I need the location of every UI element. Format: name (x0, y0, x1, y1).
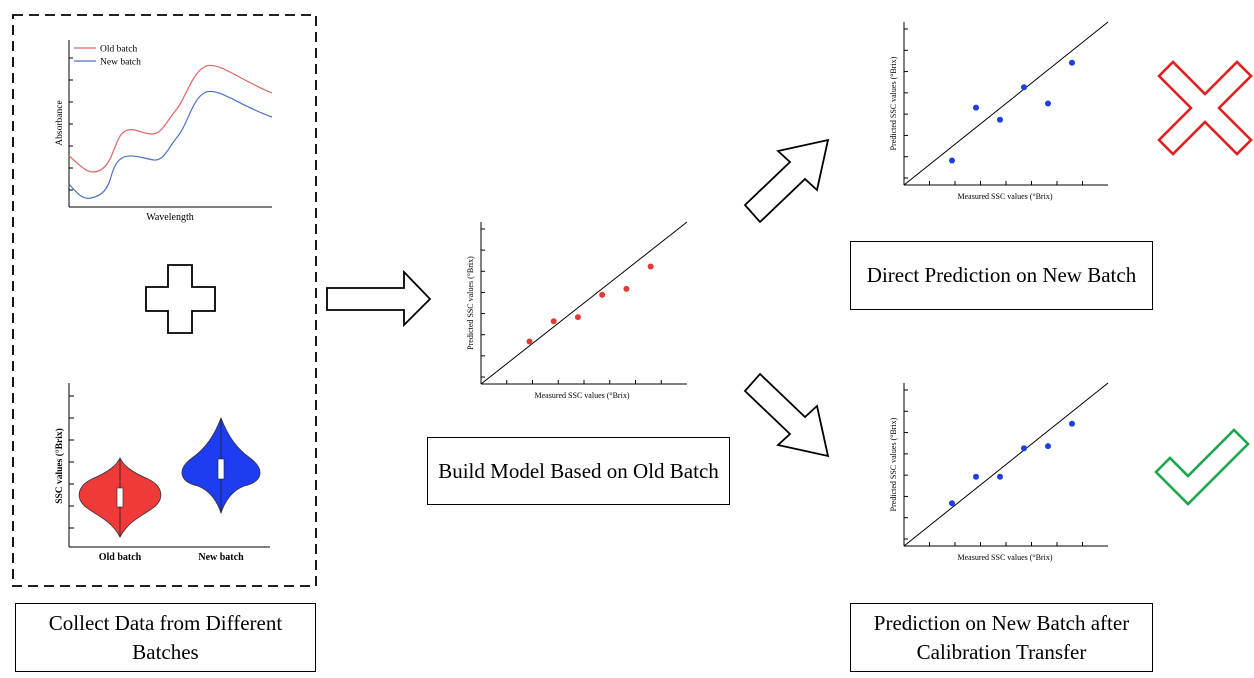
scatter-point (1021, 84, 1027, 91)
scatter-point (1069, 420, 1075, 427)
spectra-x-label: Wavelength (146, 212, 194, 223)
caption-collect-data: Collect Data from Different Batches (15, 603, 316, 672)
old-batch-box (116, 487, 124, 508)
check-icon (1154, 428, 1250, 506)
plus-icon (145, 264, 216, 334)
scatter-point (599, 291, 606, 298)
violin-category-old: Old batch (99, 552, 142, 563)
identity-line (903, 21, 1109, 186)
scatter-y-label: Predicted SSC values (°Brix) (466, 256, 475, 350)
scatter-point (973, 473, 979, 480)
scatter-x-label: Measured SSC values (°Brix) (958, 553, 1053, 562)
scatter-point (574, 314, 581, 321)
violin-y-label: SSC values (°Brix) (54, 428, 65, 504)
scatter-x-label: Measured SSC values (°Brix) (958, 192, 1053, 201)
legend-new-batch: New batch (100, 58, 141, 68)
scatter-point (973, 104, 979, 111)
scatter-point (1045, 100, 1051, 107)
scatter-y-label: Predicted SSC values (°Brix) (889, 417, 898, 511)
identity-line (903, 382, 1109, 547)
new-batch-box (217, 458, 225, 480)
arrow-to-model (326, 269, 432, 328)
new-batch-spectrum (68, 90, 273, 199)
identity-line (480, 221, 688, 385)
scatter-x-label: Measured SSC values (°Brix) (535, 391, 630, 400)
scatter-point (949, 500, 955, 507)
scatter-point (1045, 443, 1051, 450)
data-collection-panel (12, 14, 317, 587)
old-batch-spectrum (68, 64, 273, 173)
spectra-plot: Old batch New batch Wavelength Absorbanc… (55, 40, 273, 223)
violin-plot: Old batch New batch SSC values (°Brix) (54, 383, 270, 563)
scatter-point (1021, 445, 1027, 452)
scatter-point (647, 263, 654, 270)
scatter-point (997, 473, 1003, 480)
cross-icon (1157, 60, 1253, 156)
scatter-point (949, 157, 955, 164)
caption-calibration-transfer: Prediction on New Batch after Calibratio… (850, 603, 1153, 672)
legend-old-batch: Old batch (100, 45, 137, 55)
scatter-point (623, 285, 630, 292)
build-model-scatter: Measured SSC values (°Brix) Predicted SSC… (466, 221, 688, 400)
violin-category-new: New batch (198, 552, 244, 563)
scatter-point (997, 116, 1003, 123)
scatter-point (1069, 59, 1075, 66)
arrow-to-direct-prediction (743, 138, 830, 224)
calibration-transfer-scatter: Measured SSC values (°Brix) Predicted SSC… (889, 382, 1109, 562)
caption-build-model: Build Model Based on Old Batch (427, 437, 730, 505)
scatter-point (526, 338, 533, 345)
spectra-y-label: Absorbance (55, 100, 65, 145)
scatter-point (550, 318, 557, 325)
scatter-y-label: Predicted SSC values (°Brix) (889, 56, 898, 150)
arrow-to-calibration-transfer (743, 372, 830, 458)
direct-prediction-scatter: Measured SSC values (°Brix) Predicted SSC… (889, 21, 1109, 201)
caption-direct-prediction: Direct Prediction on New Batch (850, 241, 1153, 310)
